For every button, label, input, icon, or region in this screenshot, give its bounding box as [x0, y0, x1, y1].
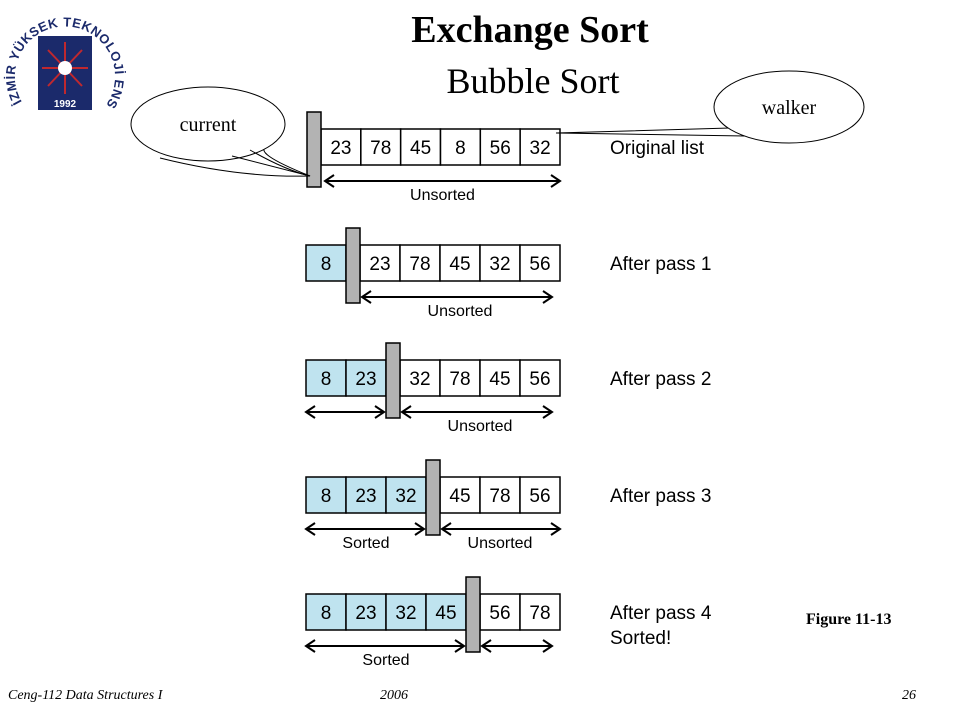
row-label: After pass 4: [610, 603, 712, 624]
row-label: Sorted!: [610, 628, 671, 649]
cell-value: 32: [489, 254, 510, 275]
list-cell: [359, 244, 401, 282]
cell-value: 78: [449, 369, 470, 390]
cell-value: 45: [489, 369, 510, 390]
list-cell: [479, 476, 521, 514]
list-cell: [399, 128, 442, 166]
walker-callout-tail: [555, 127, 746, 137]
cell-value: 45: [449, 254, 470, 275]
current-callout-tail: [159, 145, 311, 177]
cell-value: 78: [489, 486, 510, 507]
cell-value: 32: [530, 138, 551, 159]
row-label: After pass 1: [610, 254, 711, 275]
list-cell: [519, 244, 561, 282]
walker-callout-text: walker: [762, 97, 817, 119]
row-label: After pass 2: [610, 369, 711, 390]
cell-value: 56: [489, 603, 510, 624]
cell-value: 8: [321, 369, 332, 390]
footer-course: Ceng-112 Data Structures I: [8, 688, 163, 703]
list-cell: [305, 593, 347, 631]
unsorted-arrow: [323, 174, 562, 188]
cell-value: 23: [355, 486, 376, 507]
cell-value: 56: [490, 138, 511, 159]
cell-value: 78: [370, 138, 391, 159]
cell-value: 56: [529, 254, 550, 275]
wall-marker: [385, 342, 401, 419]
unsorted-arrow: [400, 405, 554, 419]
cell-value: 32: [409, 369, 430, 390]
list-cell: [385, 593, 427, 631]
sorted-arrow: [304, 639, 466, 653]
figure-label: Figure 11-13: [806, 611, 892, 628]
logo-star-center: [58, 61, 72, 75]
region-label: Unsorted: [468, 535, 533, 552]
row-label: After pass 3: [610, 486, 711, 507]
region-label: Unsorted: [448, 418, 513, 435]
walker-callout-bubble: [713, 70, 865, 144]
cell-value: 23: [330, 138, 351, 159]
list-cell: [305, 359, 347, 397]
current-callout-text: current: [180, 114, 237, 136]
cell-value: 23: [369, 254, 390, 275]
slide-title: Exchange Sort: [411, 9, 649, 51]
cell-value: 32: [395, 486, 416, 507]
unsorted-arrow: [360, 290, 554, 304]
list-cell: [519, 128, 561, 166]
list-cell: [519, 359, 561, 397]
footer-year: 2006: [380, 688, 408, 703]
list-cell: [439, 244, 481, 282]
wall-marker: [345, 227, 361, 304]
list-cell: [345, 476, 387, 514]
list-cell: [345, 593, 387, 631]
row-label: Original list: [610, 138, 705, 159]
sorted-arrow: [304, 405, 386, 419]
region-label: Sorted: [362, 652, 409, 669]
cell-value: 8: [321, 486, 332, 507]
institute-logo: İZMİR YÜKSEK TEKNOLOJİ ENSTİTÜSÜ 1992: [2, 2, 127, 112]
cell-value: 23: [355, 369, 376, 390]
slide-subtitle: Bubble Sort: [446, 61, 620, 101]
cell-value: 45: [449, 486, 470, 507]
current-callout-pointer-2: [231, 155, 311, 177]
remaining-arrow: [480, 639, 554, 653]
cell-value: 45: [410, 138, 431, 159]
cell-value: 56: [529, 369, 550, 390]
region-label: Unsorted: [410, 187, 475, 204]
cell-value: 23: [355, 603, 376, 624]
cell-value: 45: [435, 603, 456, 624]
cell-value: 78: [529, 603, 550, 624]
region-label: Unsorted: [428, 303, 493, 320]
cell-value: 8: [455, 138, 466, 159]
cell-value: 32: [395, 603, 416, 624]
current-callout-bubble: [130, 86, 286, 162]
list-cell: [305, 244, 347, 282]
unsorted-arrow: [440, 522, 562, 536]
list-cell: [385, 476, 427, 514]
region-label: Sorted: [342, 535, 389, 552]
wall-marker: [425, 459, 441, 536]
list-cell: [360, 128, 402, 166]
list-cell: [399, 359, 441, 397]
list-cell: [519, 593, 561, 631]
sorted-arrow: [304, 522, 426, 536]
cell-value: 56: [529, 486, 550, 507]
list-cell: [479, 593, 521, 631]
cell-value: 8: [321, 254, 332, 275]
footer-page-number: 26: [902, 688, 916, 703]
list-cell: [439, 359, 481, 397]
list-cell: [519, 476, 561, 514]
current-marker: [306, 111, 322, 188]
cell-value: 8: [321, 603, 332, 624]
list-cell: [439, 476, 481, 514]
cell-value: 78: [409, 254, 430, 275]
wall-marker: [465, 576, 481, 653]
logo-year: 1992: [54, 99, 77, 110]
